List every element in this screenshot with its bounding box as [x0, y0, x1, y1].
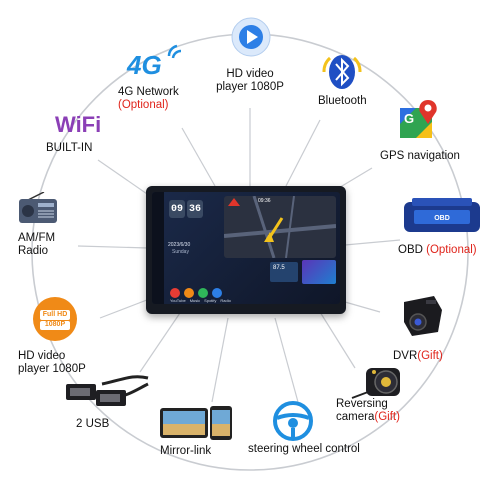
app-youtube-icon[interactable] [170, 288, 180, 298]
usb-icon [62, 370, 150, 410]
head-unit-screen: 09 36 2023/6/30 Sunday 09:36 87.5 [152, 192, 340, 304]
dvr-label: DVR(Gift) [393, 350, 443, 362]
camera-icon [350, 358, 406, 406]
screen-date: 2023/6/30 [168, 242, 191, 248]
bluetooth-label: Bluetooth [318, 95, 367, 107]
app-spotify-icon[interactable] [198, 288, 208, 298]
dvr-icon [398, 292, 446, 340]
bluetooth-icon [320, 52, 364, 92]
clock-hour: 09 [169, 200, 185, 218]
steering-wheel-icon [272, 400, 314, 442]
map-pin-icon: G [398, 98, 442, 142]
full-hd-icon: Full HD 1080P [32, 296, 78, 342]
phone-icon [158, 404, 234, 442]
media-widget[interactable] [302, 260, 336, 284]
app-radio-icon[interactable] [212, 288, 222, 298]
radio-widget[interactable]: 87.5 [270, 262, 298, 282]
obd-label: OBD (Optional) [398, 244, 477, 256]
screen-sidebar [152, 192, 164, 304]
clock-minute: 36 [187, 200, 203, 218]
gps-label: GPS navigation [380, 150, 460, 162]
obd-icon: OBD [400, 196, 484, 234]
head-unit: 09 36 2023/6/30 Sunday 09:36 87.5 [146, 186, 346, 314]
usb-label: 2 USB [76, 418, 110, 430]
app-music-icon[interactable] [184, 288, 194, 298]
play-icon [230, 16, 272, 58]
mirror-label: Mirror-link [160, 445, 212, 457]
screen-day: Sunday [172, 249, 189, 255]
video-left-label: HD video player 1080P [18, 350, 86, 375]
radio-label: AM/FM Radio [18, 232, 56, 257]
steering-label: steering wheel control [248, 443, 360, 455]
nav-map[interactable]: 09:36 [224, 196, 336, 258]
radio-icon [18, 192, 58, 224]
wifi-label: BUILT-IN [46, 142, 93, 154]
camera-label: Reversing camera(Gift) [336, 398, 400, 423]
video-top-label: HD video player 1080P [216, 68, 284, 93]
network-4g-icon: 4G [125, 42, 185, 80]
nav-time: 09:36 [258, 198, 271, 204]
svg-text:OBD: OBD [434, 215, 450, 222]
wifi-icon: WiFi [55, 112, 102, 137]
network-label: 4G Network (Optional) [118, 86, 179, 111]
radio-freq: 87.5 [273, 265, 285, 271]
